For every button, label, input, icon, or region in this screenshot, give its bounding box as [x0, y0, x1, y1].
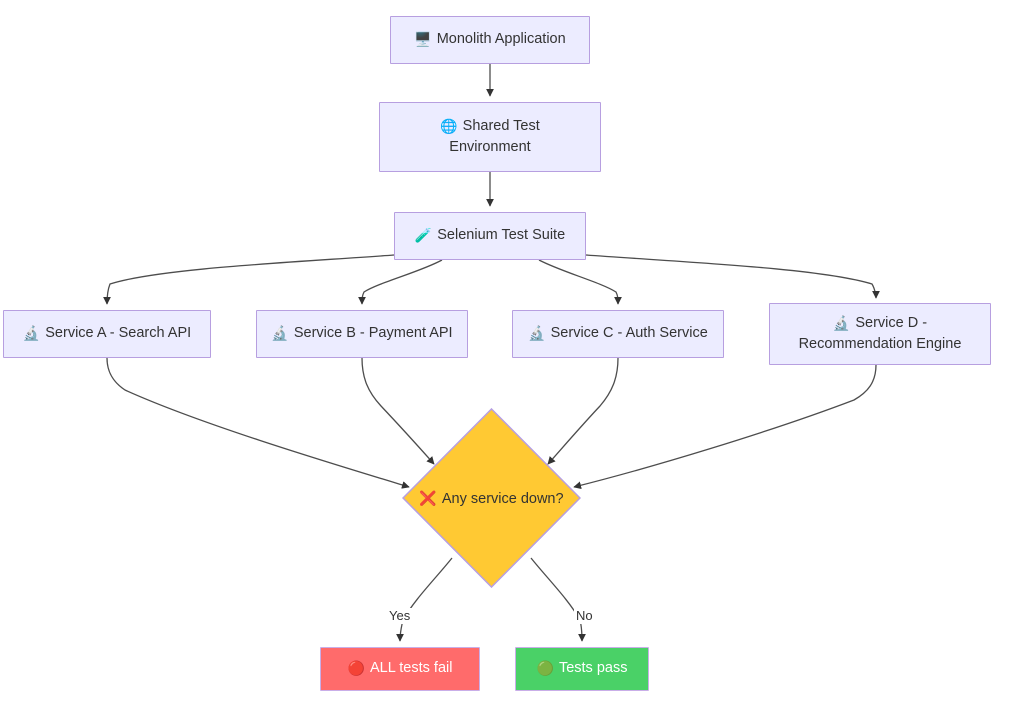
node-label: Any service down?	[441, 490, 564, 507]
node-service-b-payment-api[interactable]: 🔬Service B - Payment API	[256, 310, 468, 358]
globe-icon: 🌐	[440, 117, 458, 134]
edge-selenium-to-service-c	[538, 259, 622, 305]
node-label: Tests pass	[558, 660, 628, 677]
node-label: Service A - Search API	[45, 325, 192, 342]
node-label: ALL tests fail	[369, 660, 453, 677]
microscope-icon: 🔬	[271, 325, 289, 342]
node-all-tests-fail[interactable]: 🔴ALL tests fail	[320, 647, 480, 691]
node-service-d-recommendation-engine[interactable]: 🔬Service D - Recommendation Engine	[769, 303, 991, 365]
node-label: Selenium Test Suite	[437, 227, 566, 244]
decision-text-wrap: ❌Any service down?	[402, 408, 581, 588]
node-monolith-application[interactable]: 🖥️Monolith Application	[390, 16, 590, 64]
green-circle-icon: 🟢	[536, 660, 554, 677]
node-shared-test-environment[interactable]: 🌐Shared Test Environment	[379, 102, 601, 172]
red-circle-icon: 🔴	[347, 660, 365, 677]
microscope-icon: 🔬	[528, 325, 546, 342]
edge-selenium-to-service-b	[358, 259, 443, 305]
desktop-computer-icon: 🖥️	[414, 31, 432, 48]
edge-selenium-to-service-a	[103, 254, 395, 305]
node-label: Service C - Auth Service	[550, 325, 708, 342]
edge-service-d-to-decision	[573, 364, 877, 490]
edge-selenium-to-service-d	[585, 254, 880, 299]
edge-label-no: No	[574, 608, 595, 624]
diamond-shape	[402, 408, 581, 588]
node-tests-pass[interactable]: 🟢Tests pass	[515, 647, 649, 691]
microscope-icon: 🔬	[22, 325, 41, 342]
edge-service-a-to-decision	[106, 357, 410, 489]
node-selenium-test-suite[interactable]: 🧪Selenium Test Suite	[394, 212, 586, 260]
node-service-c-auth-service[interactable]: 🔬Service C - Auth Service	[512, 310, 724, 358]
node-service-a-search-api[interactable]: 🔬Service A - Search API	[3, 310, 211, 358]
test-tube-icon: 🧪	[414, 227, 433, 244]
node-label: Service D - Recommendation Engine	[798, 314, 962, 352]
edge-label-yes: Yes	[387, 608, 413, 624]
node-label: Monolith Application	[436, 31, 566, 48]
node-label: Service B - Payment API	[293, 325, 453, 342]
node-decision-any-service-down[interactable]: ❌Any service down?	[402, 408, 581, 588]
microscope-icon: 🔬	[832, 314, 851, 331]
node-label: Shared Test Environment	[449, 117, 540, 155]
cross-mark-icon: ❌	[419, 489, 437, 506]
